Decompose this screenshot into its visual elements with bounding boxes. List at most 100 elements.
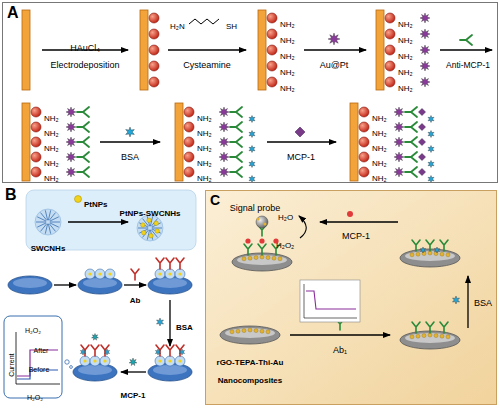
chem-label: B xyxy=(5,186,17,203)
step-label: Au@Pt xyxy=(320,60,349,70)
signal-inset xyxy=(4,316,62,398)
chem-label: Ab xyxy=(130,296,141,305)
antigen-diamond xyxy=(419,154,426,161)
step-label: HAuCl₄ xyxy=(70,43,100,53)
nanocomposite-dot xyxy=(230,330,234,334)
process-arrow xyxy=(467,276,468,328)
process-arrow xyxy=(100,141,160,142)
panel-frame: A xyxy=(2,2,498,183)
process-arrow xyxy=(121,371,146,372)
nanocomposite-dot xyxy=(254,329,258,333)
swcnh-small xyxy=(155,269,165,279)
chem-label: NH₂ xyxy=(372,159,387,168)
gold-nanoparticle xyxy=(31,152,41,162)
label-anchor: H₂O₂ xyxy=(27,386,43,404)
label-anchor: After xyxy=(34,339,49,357)
process-arrow xyxy=(267,141,336,142)
gold-nanoparticle xyxy=(267,13,277,23)
au-pt-nanoparticle xyxy=(219,167,229,177)
antibody-symbol xyxy=(426,240,434,251)
bsa-symbol xyxy=(428,176,434,183)
process-arrow xyxy=(54,284,76,285)
antibody-symbol xyxy=(77,137,89,147)
antibody-symbol xyxy=(405,167,417,177)
chem-label: NH₂ xyxy=(44,114,59,123)
reaction-arrow xyxy=(299,216,306,238)
gold-nanoparticle xyxy=(359,122,369,132)
au-pt-nanoparticle xyxy=(394,137,404,147)
mcp1-dot xyxy=(245,238,250,243)
gold-nanoparticle xyxy=(267,29,277,39)
swcnh-small xyxy=(175,269,185,279)
antibody-symbol xyxy=(156,345,164,356)
chem-label: NH₂ xyxy=(280,84,295,93)
chem-label: NH₂ xyxy=(197,129,212,138)
electrode-surface xyxy=(13,278,47,288)
bsa-symbol xyxy=(249,146,255,153)
amperometric-inset xyxy=(300,280,360,322)
antigen-diamond xyxy=(419,109,426,116)
label-anchor: NH₂ xyxy=(398,13,413,31)
antibody-symbol xyxy=(77,122,89,132)
chem-label: NH₂ xyxy=(44,159,59,168)
antibody-symbol xyxy=(405,152,417,162)
chem-label: H₂O₂ xyxy=(27,394,43,401)
step-label: rGO-TEPA-Thi-Au Nanocomposites xyxy=(217,358,284,385)
label-anchor: NH₂ xyxy=(398,45,413,63)
antibody-symbol xyxy=(166,258,174,269)
au-pt-nanoparticle xyxy=(66,167,76,177)
label-anchor: Au@Pt xyxy=(320,54,349,72)
label-anchor: NH₂ xyxy=(398,29,413,47)
process-arrow xyxy=(124,284,146,285)
gold-nanoparticle xyxy=(385,61,395,71)
au-pt-nanoparticle xyxy=(420,29,430,39)
gold-dot xyxy=(264,223,267,226)
nanocomposite-dot xyxy=(410,253,414,257)
gold-nanoparticle xyxy=(149,61,159,71)
swcnh-small xyxy=(90,356,100,366)
gold-nanoparticle xyxy=(184,137,194,147)
antibody-symbol xyxy=(176,258,184,269)
label-anchor: NH₂ xyxy=(197,122,212,140)
swcnh-small xyxy=(105,269,115,279)
step-label: Electrodeposition xyxy=(50,60,119,70)
au-pt-nanoparticle xyxy=(420,13,430,23)
pt-nanoparticle xyxy=(108,272,111,275)
antibody-symbol xyxy=(230,107,242,117)
swcnh-small xyxy=(100,356,110,366)
bsa-symbol xyxy=(249,176,255,183)
electrode-surface xyxy=(83,278,117,288)
step-label: PtNPs-SWCNHs xyxy=(120,209,181,218)
glassy-carbon-electrode xyxy=(8,276,52,294)
label-anchor: Ab xyxy=(130,289,141,307)
bsa-symbol xyxy=(249,116,255,123)
panel-ground xyxy=(205,190,497,405)
label-anchor: Ab₁ xyxy=(333,339,347,357)
bsa-symbol xyxy=(420,247,425,253)
label-anchor: NH₂ xyxy=(197,152,212,170)
process-arrow xyxy=(68,221,128,222)
chem-label: NH₂ xyxy=(372,144,387,153)
label-anchor: PtNPs-SWCNHs xyxy=(120,202,181,220)
swcnh-cluster xyxy=(137,215,163,241)
label-anchor: NH₂ xyxy=(44,122,59,140)
mcp1-dot xyxy=(259,238,264,243)
gold-electrode xyxy=(22,103,30,181)
mcp1-symbol xyxy=(129,358,137,366)
nanocomposite-dot xyxy=(242,257,246,261)
plot-axes xyxy=(16,332,60,384)
bsa-symbol xyxy=(104,349,109,355)
chem-label: NH₂ xyxy=(280,52,295,61)
step-label: Current xyxy=(8,354,15,377)
antibody-symbol xyxy=(460,35,472,45)
callout-bubble xyxy=(70,366,73,369)
nanocomposite-dot xyxy=(410,335,414,339)
label-anchor: Cysteamine xyxy=(183,54,231,72)
label-anchor: BSA xyxy=(474,292,492,310)
gold-electrode xyxy=(175,103,183,181)
label-anchor: H₂O xyxy=(278,206,293,224)
preparation-panel xyxy=(26,190,196,250)
label-anchor: Anti-MCP-1 xyxy=(446,54,490,72)
bsa-symbol xyxy=(155,349,160,355)
gold-nanoparticle xyxy=(385,45,395,55)
